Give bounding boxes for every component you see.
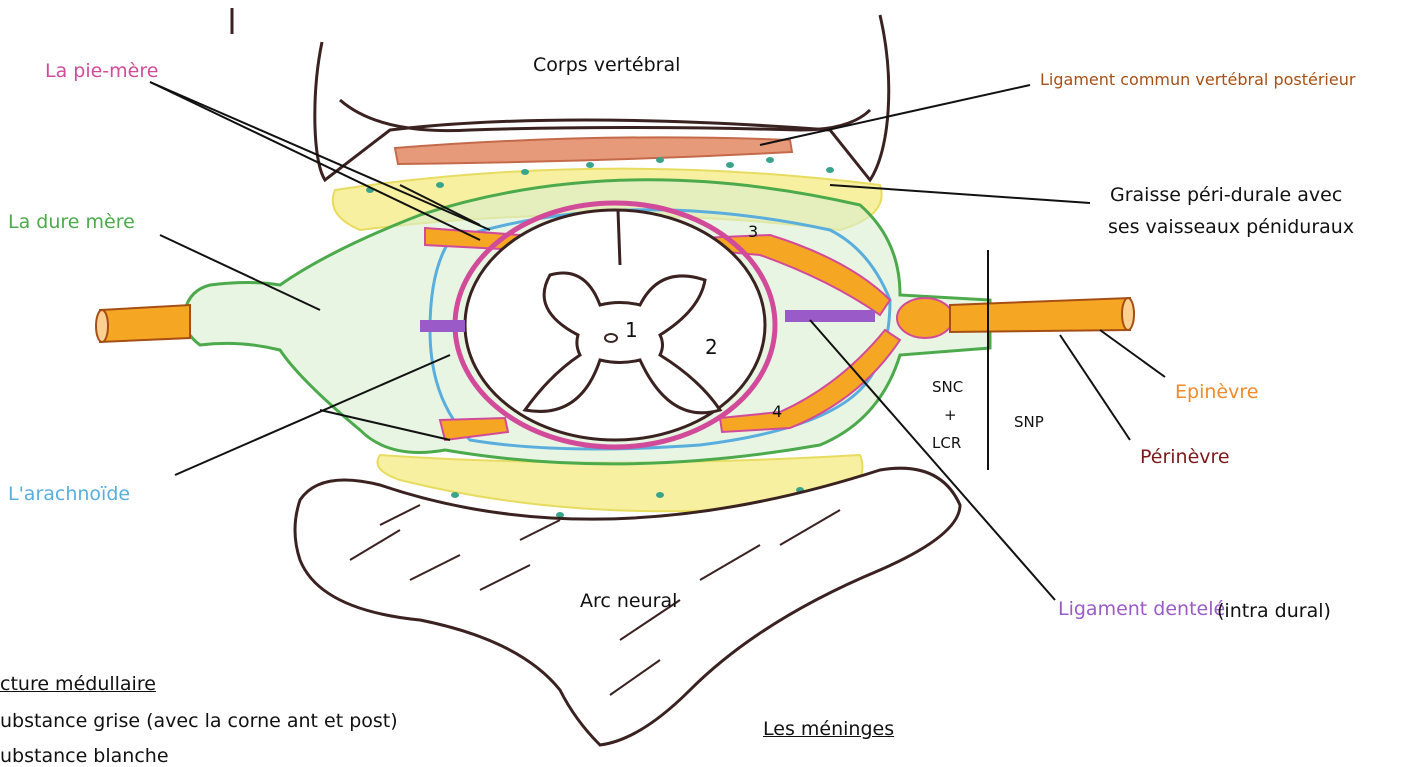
label-corps-vertebral: Corps vertébral (533, 56, 680, 75)
dentate-ligament-left (420, 320, 465, 332)
number-4: 4 (772, 402, 782, 421)
number-1: 1 (625, 318, 638, 342)
label-graisse-1: Graisse péri-durale avec (1110, 186, 1342, 205)
label-snc: SNC (932, 380, 963, 395)
posterior-ligament (395, 137, 792, 164)
label-ligament-dentele: Ligament dentelé (1058, 600, 1225, 619)
label-dure-mere: La dure mère (8, 213, 135, 232)
label-graisse-2: ses vaisseaux péniduraux (1108, 218, 1354, 237)
label-ligament-commun: Ligament commun vertébral postérieur (1040, 72, 1355, 88)
label-pie-mere: La pie-mère (45, 62, 158, 81)
label-intra-dural: (intra dural) (1217, 602, 1331, 621)
label-meninges-title: Les méninges (763, 720, 894, 739)
number-3: 3 (748, 222, 758, 241)
label-plus: + (944, 408, 957, 423)
label-structure-title: cture médullaire (0, 675, 156, 694)
label-substance-grise: ubstance grise (avec la corne ant et pos… (0, 712, 398, 731)
label-arachnoide: L'arachnoïde (8, 485, 130, 504)
peripheral-nerve-right (950, 298, 1130, 332)
peripheral-nerve-left (100, 305, 190, 342)
label-snp: SNP (1014, 415, 1044, 430)
label-epinevre: Epinèvre (1175, 383, 1258, 402)
label-lcr: LCR (932, 436, 961, 451)
number-2: 2 (705, 335, 718, 359)
dentate-ligament-right (785, 310, 875, 322)
label-substance-blanche: ubstance blanche (0, 747, 169, 766)
label-arc-neural: Arc neural (580, 592, 677, 611)
label-perinevre: Périnèvre (1140, 448, 1230, 467)
